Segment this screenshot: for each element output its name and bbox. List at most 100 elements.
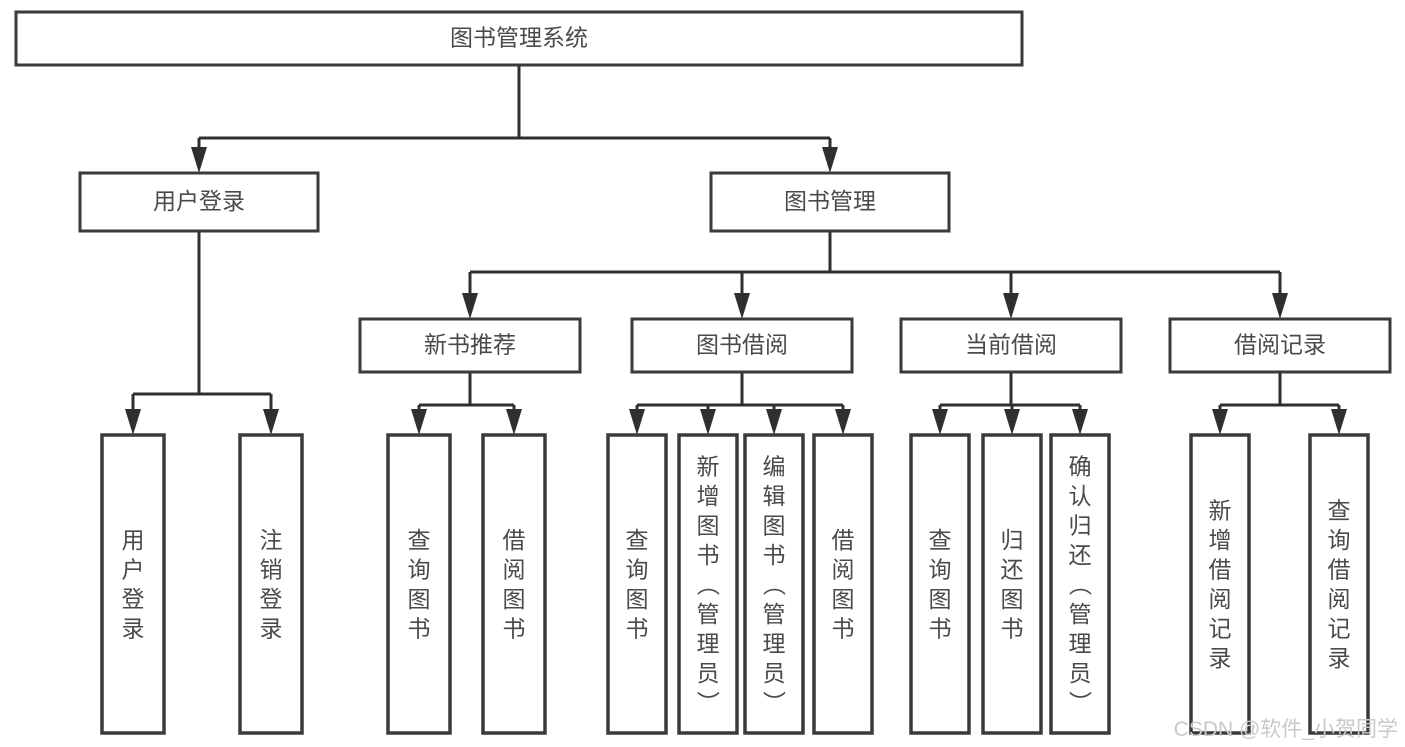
- node-box[interactable]: [1189, 433, 1251, 735]
- node-box[interactable]: [630, 317, 854, 374]
- node-label-char: 注: [260, 527, 283, 553]
- node-book-borrow[interactable]: 图书借阅: [630, 317, 854, 374]
- node-label-char: 录: [1328, 645, 1351, 671]
- node-label-char: 录: [260, 616, 283, 642]
- node-box[interactable]: [1308, 433, 1370, 735]
- node-label-char: 图: [408, 586, 431, 612]
- node-label-char: 图: [929, 586, 952, 612]
- node-user-login[interactable]: 用户登录: [78, 171, 320, 233]
- node-label: 图书借阅: [696, 332, 788, 358]
- node-label-char: 借: [503, 527, 526, 553]
- node-box[interactable]: [78, 171, 320, 233]
- arrow-head-icon: [932, 409, 948, 435]
- arrow-head-icon: [263, 409, 279, 435]
- node-label-char: （: [695, 573, 721, 596]
- node-layer: 图书管理系统用户登录图书管理新书推荐图书借阅当前借阅借阅记录用户登录注销登录查询…: [14, 10, 1392, 735]
- node-label-char: 员: [697, 660, 720, 686]
- connector-new-book-recommend: [411, 372, 522, 435]
- node-box[interactable]: [606, 433, 668, 735]
- node-box[interactable]: [358, 317, 582, 374]
- arrow-head-icon: [1072, 409, 1088, 435]
- arrow-head-icon: [629, 409, 645, 435]
- node-label-char: （: [1067, 573, 1093, 596]
- node-new-book-recommend[interactable]: 新书推荐: [358, 317, 582, 374]
- node-box[interactable]: [709, 171, 951, 233]
- node-label-char: 归: [1001, 527, 1024, 553]
- node-label-char: 阅: [1209, 586, 1232, 612]
- node-label-char: 借: [1209, 557, 1232, 583]
- node-label: 图书管理: [784, 188, 876, 214]
- node-box[interactable]: [677, 433, 739, 735]
- node-label-char: 阅: [1328, 586, 1351, 612]
- node-box[interactable]: [386, 433, 452, 735]
- connector-user-login: [125, 231, 279, 435]
- node-label-char: 图: [832, 586, 855, 612]
- node-current-borrow[interactable]: 当前借阅: [899, 317, 1123, 374]
- arrow-head-icon: [835, 409, 851, 435]
- arrow-head-icon: [700, 409, 716, 435]
- node-label-char: 理: [1069, 630, 1092, 656]
- arrow-head-icon: [822, 147, 838, 173]
- node-box[interactable]: [481, 433, 547, 735]
- node-box[interactable]: [899, 317, 1123, 374]
- node-box[interactable]: [1168, 317, 1392, 374]
- arrow-head-icon: [125, 409, 141, 435]
- arrow-head-icon: [506, 409, 522, 435]
- node-label-char: 书: [626, 616, 649, 642]
- arrow-head-icon: [1004, 409, 1020, 435]
- node-label-char: 询: [408, 557, 431, 583]
- node-label-char: 还: [1069, 542, 1092, 568]
- node-label-char: 询: [626, 557, 649, 583]
- node-book-management[interactable]: 图书管理: [709, 171, 951, 233]
- node-box[interactable]: [1049, 433, 1111, 735]
- node-box[interactable]: [909, 433, 971, 735]
- node-label-char: ）: [761, 691, 787, 714]
- node-label-char: 确: [1069, 453, 1092, 479]
- node-label-char: 管: [1069, 601, 1092, 627]
- node-borrow-record[interactable]: 借阅记录: [1168, 317, 1392, 374]
- node-box[interactable]: [14, 10, 1024, 67]
- node-label-char: 理: [697, 630, 720, 656]
- node-box[interactable]: [743, 433, 805, 735]
- node-label-char: 登: [260, 586, 283, 612]
- node-box[interactable]: [100, 433, 166, 735]
- node-label-char: 用: [122, 527, 145, 553]
- node-label-char: 管: [763, 601, 786, 627]
- node-label-char: ）: [1067, 691, 1093, 714]
- node-box[interactable]: [238, 433, 304, 735]
- csdn-watermark: CSDN @软件_小贺同学: [1174, 718, 1398, 741]
- node-label-char: 新: [697, 453, 720, 479]
- node-label-char: 增: [1209, 527, 1232, 553]
- node-label-char: 图: [626, 586, 649, 612]
- connector-root: [191, 65, 838, 173]
- node-label-char: 图: [1001, 586, 1024, 612]
- node-label-char: ）: [695, 691, 721, 714]
- node-label-char: 员: [763, 660, 786, 686]
- node-label-char: 新: [1209, 498, 1232, 524]
- node-label-char: 阅: [503, 557, 526, 583]
- node-box[interactable]: [812, 433, 874, 735]
- node-leaf-user-login[interactable]: 用户登录: [100, 433, 166, 735]
- node-label-char: 录: [1209, 645, 1232, 671]
- connector-current-borrow: [932, 372, 1088, 435]
- node-box[interactable]: [981, 433, 1043, 735]
- node-label: 当前借阅: [965, 332, 1057, 358]
- node-label-char: 销: [260, 557, 283, 583]
- arrow-head-icon: [191, 147, 207, 173]
- node-root[interactable]: 图书管理系统: [14, 10, 1024, 67]
- connector-borrow-record: [1212, 372, 1347, 435]
- node-label-char: 登: [122, 586, 145, 612]
